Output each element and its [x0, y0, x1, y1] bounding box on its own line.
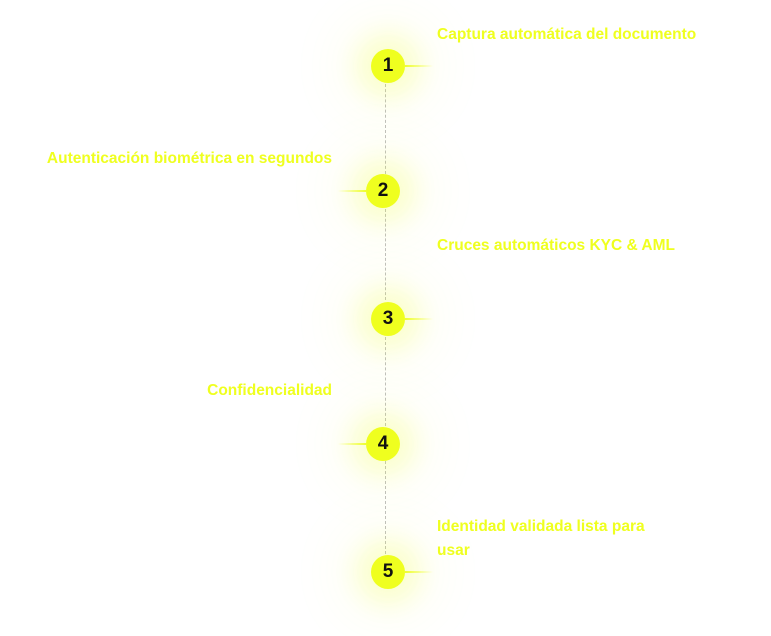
step-2-node: 2: [366, 174, 400, 208]
step-tick: [405, 318, 433, 320]
step-4-node: 4: [366, 427, 400, 461]
timeline-connector: [385, 84, 386, 174]
timeline-connector: [385, 461, 386, 554]
step-tick: [338, 443, 366, 445]
timeline-connector: [385, 337, 386, 426]
step-tick: [338, 190, 366, 192]
step-3-node: 3: [371, 302, 405, 336]
step-tick: [405, 571, 433, 573]
step-2-label: Autenticación biométrica en segundos: [46, 150, 332, 167]
step-5-label: Identidad validada lista para usar: [437, 518, 645, 559]
step-3-label: Cruces automáticos KYC & AML: [437, 237, 675, 254]
timeline-connector: [385, 209, 386, 300]
step-tick: [405, 65, 433, 67]
step-1-node: 1: [371, 49, 405, 83]
step-4-label: Confidencialidad: [207, 382, 332, 399]
step-1-label: Captura automática del documento: [437, 26, 697, 43]
step-5-node: 5: [371, 555, 405, 589]
